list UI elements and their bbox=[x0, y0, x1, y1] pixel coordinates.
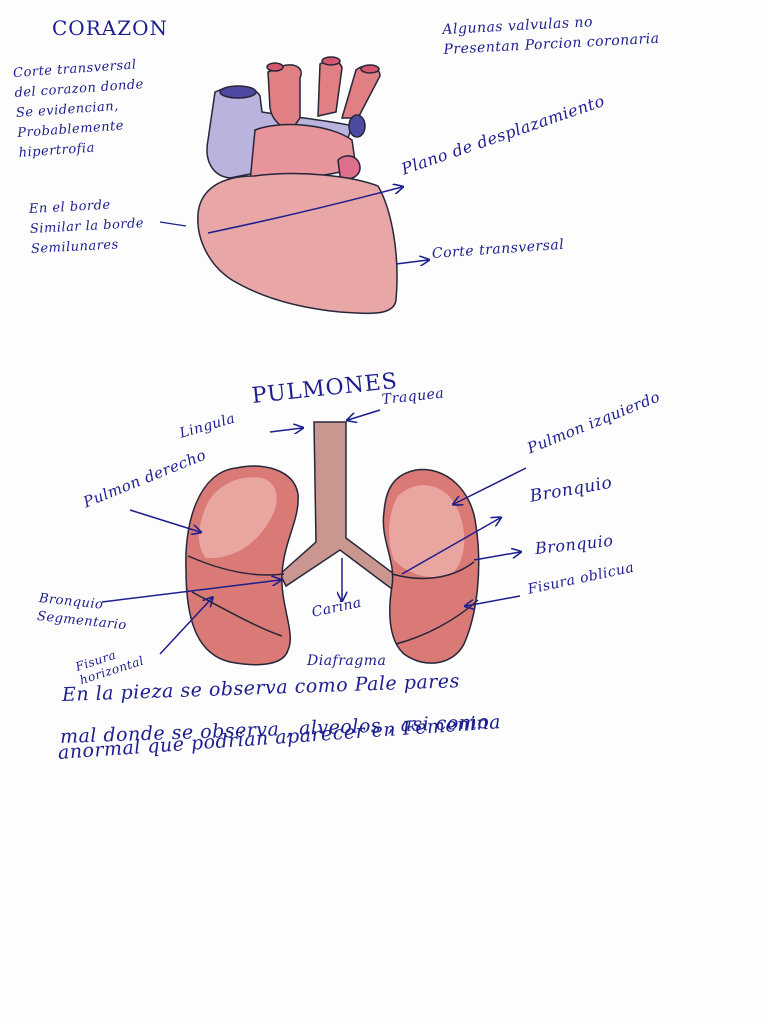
artery-3 bbox=[341, 64, 381, 119]
trachea-arrow bbox=[348, 409, 381, 420]
border-arrow bbox=[159, 221, 187, 227]
left-note-1: Corte transversal del corazon donde Se e… bbox=[13, 55, 149, 164]
lungs-illustration bbox=[185, 421, 480, 666]
fissure-left-arrow bbox=[159, 598, 212, 655]
fissure-right-arrow bbox=[466, 595, 521, 606]
bronchus-left-arrow bbox=[101, 580, 280, 603]
aortic-opening bbox=[266, 62, 284, 72]
heart-annotation-arrows bbox=[159, 187, 428, 264]
heart-title: CORAZON bbox=[52, 16, 168, 40]
plane-arrow bbox=[207, 187, 402, 234]
heart-illustration bbox=[197, 56, 398, 315]
aortic-arch bbox=[267, 64, 302, 133]
diaphragm-label: Diafragma bbox=[307, 653, 387, 669]
vena-cava-top-opening bbox=[219, 85, 257, 99]
vena-cava-opening bbox=[348, 114, 366, 138]
left-lung-fissure-1 bbox=[187, 555, 285, 576]
right-lung-arrow bbox=[454, 467, 527, 504]
trachea bbox=[279, 421, 403, 594]
ventricles bbox=[197, 172, 398, 315]
lungs-annotation-arrows bbox=[101, 409, 527, 655]
left-lung-arrow bbox=[129, 509, 200, 532]
artery-2 bbox=[317, 59, 343, 117]
cross-section-arrow bbox=[395, 260, 428, 264]
artery-3-opening bbox=[360, 64, 380, 74]
lingula-arrow bbox=[269, 428, 302, 432]
artery-2-opening bbox=[321, 56, 341, 66]
bronchus-arrow-2 bbox=[473, 552, 520, 561]
left-lung-highlight bbox=[199, 477, 277, 559]
right-lung-highlight bbox=[389, 485, 465, 578]
right-lung-fissure-1 bbox=[391, 561, 475, 580]
left-note-2: En el borde Similar la borde Semilunares bbox=[28, 194, 145, 260]
left-atrium bbox=[337, 155, 361, 180]
bronchus-arrow-1 bbox=[401, 518, 500, 575]
